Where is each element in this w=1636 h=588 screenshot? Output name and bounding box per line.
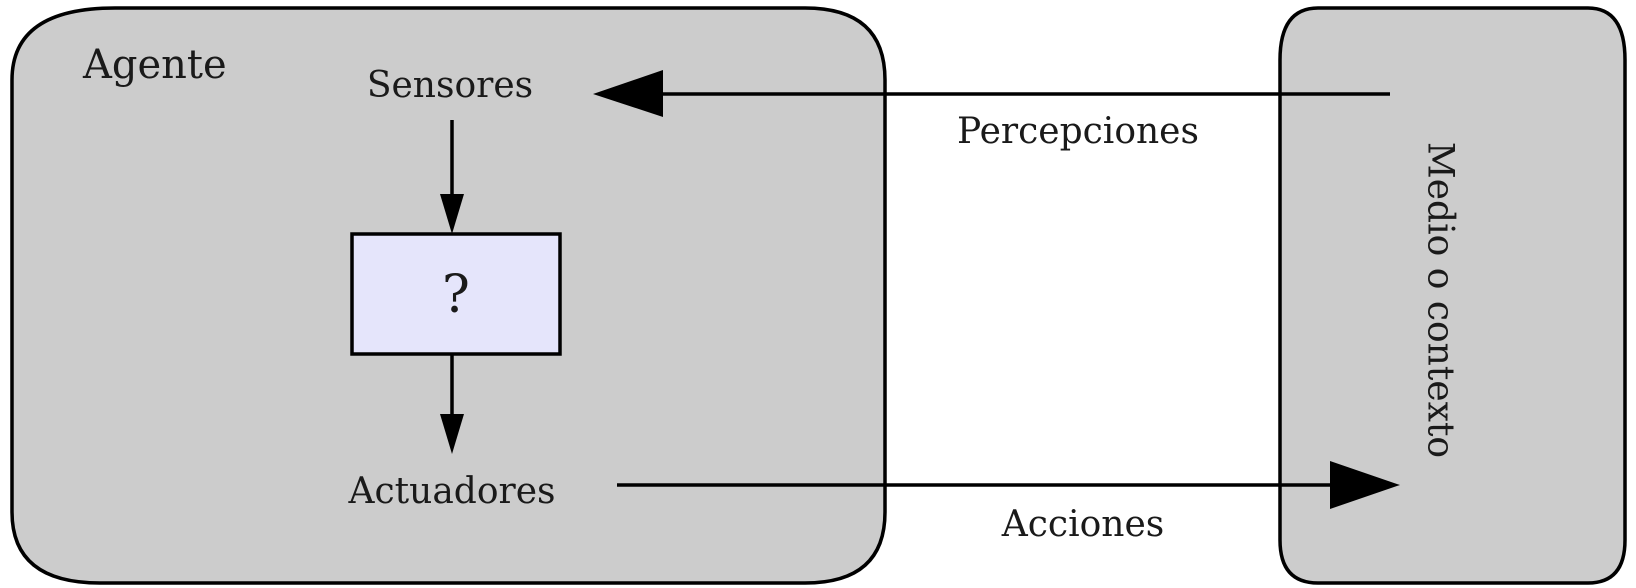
environment-label: Medio o contexto (1420, 142, 1461, 458)
agent-label: Agente (82, 42, 227, 88)
perceptions-label: Percepciones (957, 111, 1199, 152)
actuators-label: Actuadores (348, 471, 556, 512)
unknown-process-label: ? (442, 265, 470, 325)
unknown-process-box (350, 232, 562, 356)
environment-container (1278, 6, 1627, 585)
actions-label: Acciones (1001, 504, 1164, 545)
sensors-to-box-arrowhead (440, 194, 464, 234)
box-to-actuators-arrowhead (440, 414, 464, 454)
sensors-label: Sensores (367, 65, 533, 106)
perceptions-arrowhead (593, 70, 663, 117)
actions-arrowhead (1330, 461, 1400, 509)
